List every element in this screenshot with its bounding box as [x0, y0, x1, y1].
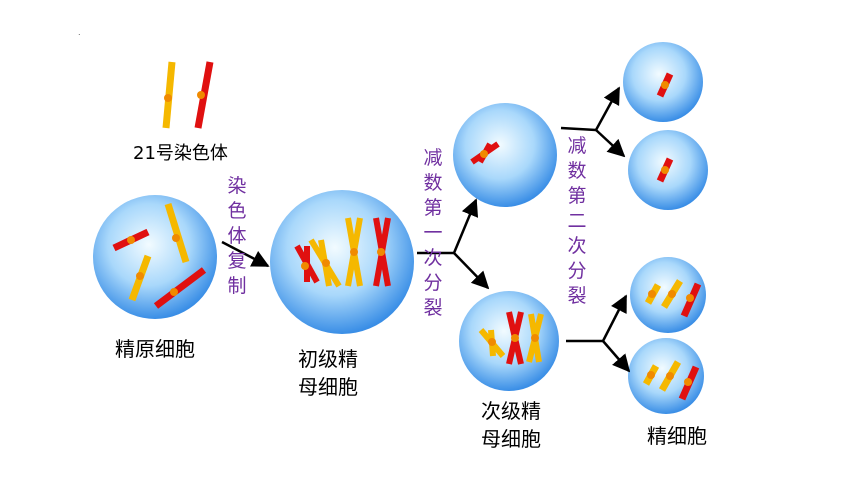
chromosome-centromere: [322, 259, 330, 267]
stray-dot: .: [78, 28, 81, 37]
chromosomes-layer: [112, 61, 702, 401]
chromosome-centromere: [666, 372, 674, 380]
primary-spermatocyte-label-line2: 母细胞: [298, 375, 358, 399]
chromosome-centromere: [301, 262, 309, 270]
cell-secondary-upper: [453, 103, 557, 207]
arrow-meiosis-2-lower: [566, 294, 631, 373]
step-meiosis-2: 减数第二次分裂: [567, 135, 587, 307]
arrow-meiosis-1: [417, 198, 490, 290]
step-replication: 染色体复制: [227, 175, 247, 297]
secondary-spermatocyte-label-line2: 母细胞: [481, 427, 541, 451]
chromosome-centromere: [684, 378, 692, 386]
chromosome-centromere: [648, 290, 656, 298]
chromosome-21-label: 21号染色体: [133, 143, 228, 164]
chromosome-centromere: [668, 290, 676, 298]
step-meiosis-1: 减数第一次分裂: [423, 147, 443, 319]
cell-spermatogonium: [93, 195, 217, 319]
chromosome-centromere: [136, 272, 144, 280]
chromosome-centromere: [686, 294, 694, 302]
chromosome-centromere: [377, 248, 385, 256]
primary-spermatocyte-label-line1: 初级精: [298, 347, 358, 371]
secondary-spermatocyte-label-line1: 次级精: [481, 399, 541, 423]
chromosome-centromere: [172, 234, 180, 242]
chromosome-centromere: [480, 150, 488, 158]
chromosome-centromere: [511, 334, 519, 342]
chromosome-centromere: [661, 81, 669, 89]
legend-chromosome-red-centromere: [197, 91, 205, 99]
sperm-cell-label: 精细胞: [647, 424, 707, 448]
arrow-replication: [221, 240, 270, 268]
chromosome-centromere: [350, 248, 358, 256]
spermatogonium-label: 精原细胞: [115, 337, 195, 361]
chromosome: [164, 202, 190, 264]
chromosome-centromere: [661, 166, 669, 174]
chromosome-centromere: [170, 288, 178, 296]
chromosome-centromere: [531, 334, 539, 342]
cell-secondary-lower: [459, 291, 559, 391]
chromosome: [153, 267, 207, 309]
chromosome-centromere: [488, 338, 496, 346]
chromosome-centromere: [647, 371, 655, 379]
legend-chromosome-yellow-centromere: [164, 94, 172, 102]
arrow-meiosis-2-upper: [560, 86, 626, 158]
chromosome-centromere: [127, 236, 135, 244]
cell-primary-spermatocyte: [270, 190, 414, 334]
